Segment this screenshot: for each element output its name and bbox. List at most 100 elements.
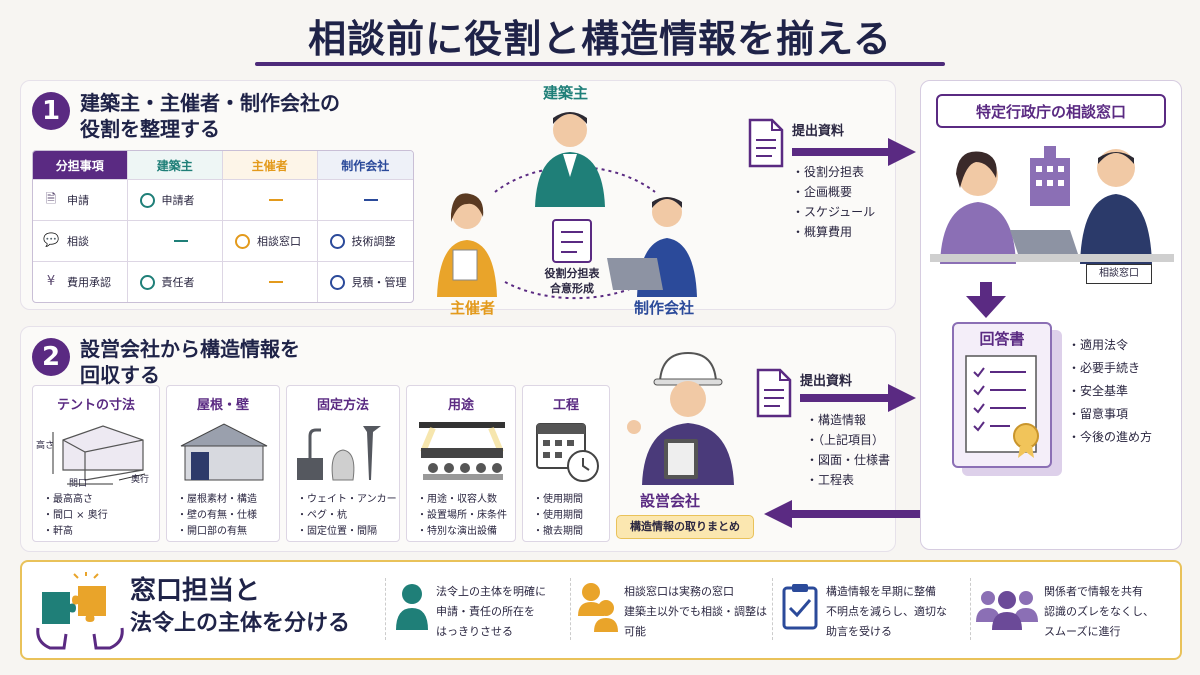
teal-circle-mark [139, 192, 155, 208]
list-item: 使用期間 [533, 508, 583, 524]
document-icon: 🗎 [45, 192, 57, 207]
cell-value: 相談窓口 [257, 235, 301, 248]
card-fixing-method: 固定方法 ウェイト・アンカー ペグ・杭 固定位置・間隔 [286, 385, 400, 542]
list-item: 使用期間 [533, 492, 583, 508]
section2-number: 2 [32, 338, 70, 376]
tent-width-label: 間口 [69, 479, 88, 489]
consultation-desk-illustration [930, 146, 1174, 264]
card-tent-dimensions: テントの寸法 高さ 間口 奥行 最高高さ 間口 × 奥行 軒高 [32, 385, 160, 542]
feature-item: 構造情報を早期に整備 不明点を減らし、適切な 助言を受ける [826, 582, 947, 642]
tent-depth-label: 奥行 [131, 475, 150, 485]
tent-height-label: 高さ [36, 441, 55, 451]
section1-title-line2: 役割を整理する [80, 117, 220, 141]
list-item: 図面・仕様書 [806, 450, 890, 470]
stage-event-icon [419, 422, 505, 480]
page-title: 相談前に役割と構造情報を揃える [308, 17, 892, 61]
submit2-list: 構造情報 （上記項目） 図面・仕様書 工程表 [806, 410, 890, 490]
cell-value: 責任者 [161, 276, 195, 289]
calendar-clock-icon [536, 423, 599, 482]
feature-line: 構造情報を早期に整備 [826, 585, 936, 598]
checklist-icon [782, 584, 818, 630]
arrow-right-icon [792, 138, 916, 166]
role-center-label: 役割分担表 合意形成 [527, 266, 617, 296]
dash-mark [364, 199, 379, 201]
row-item-label: 申請 [67, 194, 89, 207]
submit2-label: 提出資料 [800, 374, 853, 389]
card-title: 工程 [552, 398, 579, 413]
orange-circle-mark [235, 233, 250, 249]
list-item: 軒高 [43, 524, 108, 540]
cell-value: 技術調整 [351, 235, 396, 248]
card-list: 使用期間 使用期間 撤去期間 [533, 492, 583, 540]
list-item: 必要手続き [1068, 357, 1152, 380]
divider [385, 578, 386, 640]
company-badge: 構造情報の取りまとめ [616, 515, 754, 539]
feature-line: 建築主以外でも相談・調整は [624, 605, 767, 618]
document-icon [756, 368, 792, 418]
puzzle-hands-icon [36, 572, 124, 650]
feature-line: 関係者で情報を共有 [1044, 585, 1143, 598]
feature-line: 申請・責任の所在を [436, 605, 535, 618]
section1-number: 1 [32, 92, 70, 130]
tent-dimension-icon [52, 425, 146, 485]
feature-line: スムーズに進行 [1044, 625, 1121, 638]
role-producer-label: 制作会社 [634, 299, 695, 317]
divider [772, 578, 773, 640]
section1-title: 建築主・主催者・制作会社の 役割を整理する [80, 90, 340, 142]
card-list: 用途・収容人数 設置場所・床条件 特別な演出設備 [417, 492, 507, 540]
bottom-headline-line1: 窓口担当と [130, 576, 261, 606]
header-producer: 制作会社 [316, 151, 413, 179]
card-schedule: 工程 使用期間 使用期間 撤去期間 [522, 385, 610, 542]
bottom-headline-line2: 法令上の主体を分ける [130, 611, 351, 636]
arrow-down-icon [966, 282, 1006, 318]
card-title: 用途 [447, 398, 474, 413]
authority-title: 特定行政庁の相談窓口 [936, 94, 1166, 128]
feature-line: 認識のズレをなくし、 [1044, 605, 1154, 618]
blue-circle-mark [329, 274, 345, 290]
role-table: 分担事項 建築主 主催者 制作会社 🗎申請 申請者 💬相談 相談窓口 技術調整 … [32, 150, 414, 303]
cell-value: 見積・管理 [351, 276, 407, 289]
company-name: 設営会社 [640, 492, 701, 510]
yen-coin-icon: ¥ [46, 274, 56, 289]
list-item: 構造情報 [806, 410, 890, 430]
header-organizer: 主催者 [222, 151, 317, 179]
list-item: 設置場所・床条件 [417, 508, 507, 524]
card-list: 最高高さ 間口 × 奥行 軒高 [43, 492, 108, 540]
row-item-label: 費用承認 [67, 276, 111, 289]
answer-checklist-icon [965, 355, 1039, 458]
card-title: 屋根・壁 [196, 398, 249, 413]
list-item: ウェイト・アンカー [297, 492, 397, 508]
role-center-line1: 役割分担表 [544, 267, 600, 280]
dash-mark [268, 281, 283, 283]
list-item: 最高高さ [43, 492, 108, 508]
construction-worker-icon [627, 351, 734, 485]
list-item: 間口 × 奥行 [43, 508, 108, 524]
list-item: 適用法令 [1068, 334, 1152, 357]
header-owner: 建築主 [126, 151, 222, 179]
section2-title-line2: 回収する [80, 363, 160, 387]
group-icon [976, 591, 1038, 630]
feature-line: 助言を受ける [826, 625, 892, 638]
divider [970, 578, 971, 640]
card-usage: 用途 用途・収容人数 設置場所・床条件 特別な演出設備 [406, 385, 516, 542]
list-item: 撤去期間 [533, 524, 583, 540]
role-table-header: 分担事項 建築主 主催者 制作会社 [33, 151, 413, 179]
list-item: 工程表 [806, 470, 890, 490]
submit1-list: 役割分担表 企画概要 スケジュール 概算費用 [792, 162, 875, 242]
section2-title-line1: 設営会社から構造情報を [80, 337, 300, 361]
list-item: ペグ・杭 [297, 508, 397, 524]
role-center-line2: 合意形成 [550, 282, 594, 295]
list-item: 壁の有無・仕様 [177, 508, 257, 524]
table-row: 🗎 申請 申請者 [33, 179, 413, 220]
card-list: 屋根素材・構造 壁の有無・仕様 開口部の有無 [177, 492, 257, 540]
feature-line: 可能 [624, 625, 646, 638]
blue-circle-mark [329, 233, 345, 249]
list-item: 安全基準 [1068, 380, 1152, 403]
cell-value: 申請者 [161, 194, 195, 207]
role-checklist-icon [552, 219, 592, 263]
producer-person-icon [607, 197, 697, 297]
row-item-label: 相談 [67, 235, 89, 248]
card-title: 固定方法 [316, 398, 369, 413]
feature-line: 相談窓口は実務の窓口 [624, 585, 734, 598]
section1-title-line1: 建築主・主催者・制作会社の [80, 91, 340, 115]
